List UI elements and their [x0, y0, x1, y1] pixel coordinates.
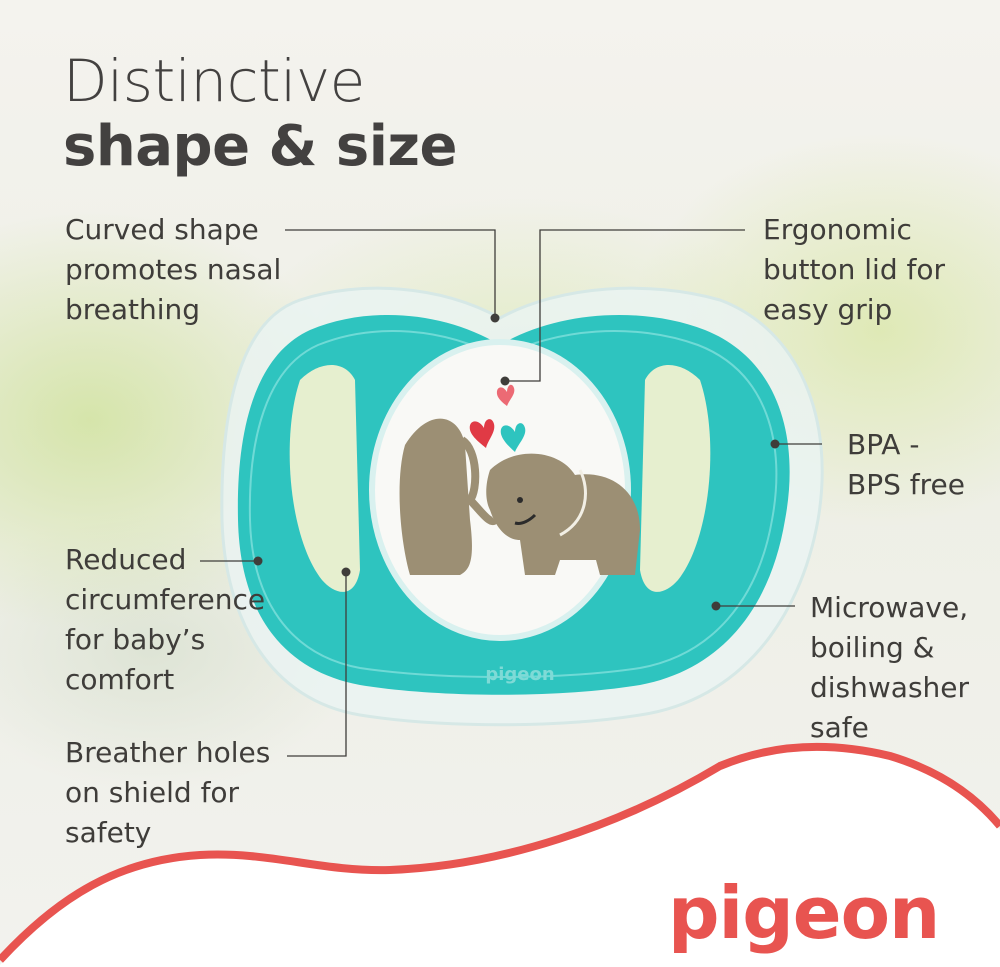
heart-red — [469, 419, 495, 448]
heart-teal — [500, 423, 526, 452]
callout-breather-holes: Breather holes on shield for safety — [65, 736, 271, 849]
footer-wave-line — [0, 743, 1000, 963]
heading-line-1: Distinctive — [63, 47, 365, 115]
embossed-brand: pigeon — [485, 664, 554, 685]
callout-microwave-safe: Microwave, boiling & dishwasher safe — [810, 591, 970, 744]
callout-curved-shape: Curved shape promotes nasal breathing — [65, 213, 282, 326]
heart-pink — [496, 384, 515, 406]
pigeon-logo: pigeon — [668, 871, 940, 955]
heading-line-2: shape & size — [63, 114, 457, 179]
breather-hole-left — [289, 365, 360, 592]
callout-reduced-circumference: Reduced circumference for baby’s comfort — [65, 543, 266, 696]
leader-dots — [253, 313, 780, 611]
callout-bpa-free: BPA - BPS free — [847, 428, 965, 501]
leader-lines — [200, 229, 822, 757]
elephant-mother — [399, 418, 472, 575]
elephant-baby — [486, 453, 640, 575]
breather-hole-right — [640, 365, 711, 592]
callout-ergonomic-lid: Ergonomic button lid for easy grip — [763, 213, 945, 326]
